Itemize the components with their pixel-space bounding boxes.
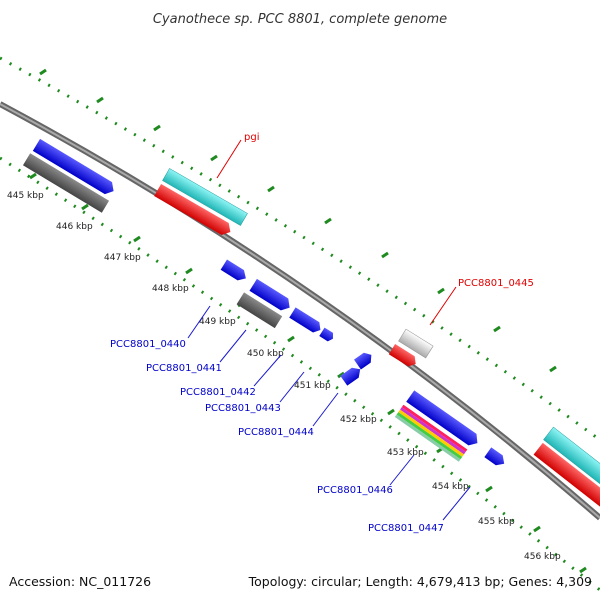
feature-cds-0444[interactable] <box>340 364 363 386</box>
tick-label: 445 kbp <box>7 191 44 201</box>
outer-major-ticks <box>39 68 557 373</box>
tick-label: 453 kbp <box>387 448 424 458</box>
feature-gene-0441[interactable] <box>236 292 283 329</box>
genome-backbone-highlight <box>0 103 600 519</box>
feature-gene-gray[interactable] <box>22 153 110 213</box>
tick-label: 450 kbp <box>247 349 284 359</box>
feature-0445-other[interactable] <box>398 328 434 359</box>
label-leaders <box>187 139 471 521</box>
gene-label-pcc8801-0442[interactable]: PCC8801_0442 <box>180 387 256 398</box>
feature-cds-0447[interactable] <box>484 447 507 468</box>
gene-label-pcc8801-0443[interactable]: PCC8801_0443 <box>205 403 281 414</box>
tick-label: 456 kbp <box>524 552 561 562</box>
feature-misc-cyan[interactable] <box>162 168 248 226</box>
feature-cds-blue[interactable] <box>32 138 117 197</box>
feature-rna-red-right[interactable] <box>533 442 600 523</box>
tick-label: 452 kbp <box>340 415 377 425</box>
genome-summary-text: Topology: circular; Length: 4,679,413 bp… <box>248 574 592 589</box>
feature-cds-0440[interactable] <box>220 259 249 284</box>
gene-labels: pgi PCC8801_0445 PCC8801_0440 PCC8801_04… <box>110 132 534 534</box>
tick-label: 449 kbp <box>199 317 236 327</box>
gene-label-pcc8801-0445[interactable]: PCC8801_0445 <box>458 278 534 289</box>
inner-major-ticks <box>29 172 587 574</box>
gene-label-pcc8801-0446[interactable]: PCC8801_0446 <box>317 485 393 496</box>
feature-cds-small[interactable] <box>319 327 335 343</box>
tick-label: 448 kbp <box>152 284 189 294</box>
gene-label-pcc8801-0447[interactable]: PCC8801_0447 <box>368 523 444 534</box>
gene-label-pgi[interactable]: pgi <box>244 132 259 143</box>
gene-label-pcc8801-0441[interactable]: PCC8801_0441 <box>146 363 222 374</box>
tick-label: 454 kbp <box>432 482 469 492</box>
gene-label-pcc8801-0440[interactable]: PCC8801_0440 <box>110 339 186 350</box>
feature-cds-0446[interactable] <box>406 390 481 449</box>
feature-rna-stripes[interactable] <box>394 404 468 462</box>
tick-label: 451 kbp <box>294 381 331 391</box>
tick-label: 447 kbp <box>104 253 141 263</box>
feature-cds-0441[interactable] <box>249 278 293 314</box>
feature-cds-0442[interactable] <box>289 307 323 335</box>
map-title: Cyanothece sp. PCC 8801, complete genome <box>153 12 447 27</box>
feature-misc-cyan-right[interactable] <box>543 426 600 502</box>
feature-cds-0443[interactable] <box>354 350 375 370</box>
gene-label-pcc8801-0444[interactable]: PCC8801_0444 <box>238 427 314 438</box>
gene-features <box>22 138 600 523</box>
feature-pgi-red[interactable] <box>154 183 234 238</box>
accession-text: Accession: NC_011726 <box>9 574 151 589</box>
tick-label: 455 kbp <box>478 517 515 527</box>
tick-labels: 445 kbp 446 kbp 447 kbp 448 kbp 449 kbp … <box>7 191 561 562</box>
feature-0445-red[interactable] <box>388 344 419 369</box>
tick-label: 446 kbp <box>56 222 93 232</box>
